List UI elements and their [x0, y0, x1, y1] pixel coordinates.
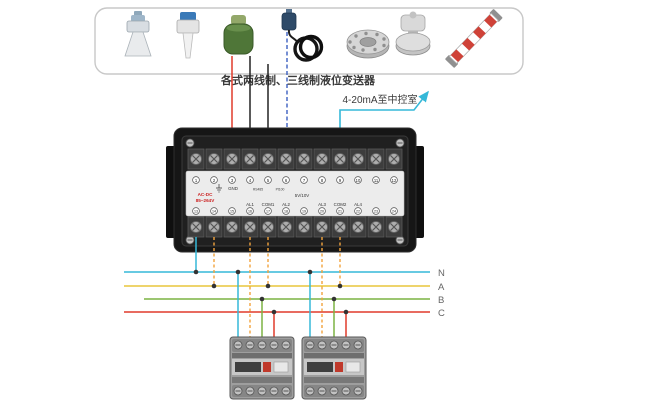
bus-label-n: N: [438, 268, 445, 279]
cable-transmitter-with-coil-icon: [281, 9, 324, 62]
com1-label: COM1: [262, 202, 275, 207]
terminal: [349, 148, 367, 170]
terminal: [223, 216, 241, 238]
svg-text:8: 8: [321, 178, 324, 183]
terminal: [277, 216, 295, 238]
output-note: 4-20mA至中控室: [342, 93, 417, 106]
terminal: [187, 216, 205, 238]
svg-text:22: 22: [356, 210, 360, 214]
terminal: [385, 148, 403, 170]
bus-label-b: B: [438, 295, 444, 306]
flanged-pressure-transmitter-icon: [395, 11, 431, 56]
svg-text:20: 20: [320, 210, 324, 214]
bus-label-c: C: [438, 308, 445, 319]
terminal: [241, 216, 259, 238]
terminal: [205, 216, 223, 238]
relay-labels: AL1 COM1 AL2 AL3 COM2 AL4: [246, 202, 362, 207]
terminal: [205, 148, 223, 170]
instrument: 1 2 3 4 5 6 7 8 9 10 11 12 GND RS485 Pt1…: [166, 127, 424, 253]
terminal: [295, 216, 313, 238]
terminal-numbers-top: 1 2 3 4 5 6 7 8 9 10 11 12: [192, 176, 398, 184]
contactor-2: [302, 337, 366, 399]
svg-text:9: 9: [339, 178, 342, 183]
terminal: [313, 216, 331, 238]
gnd-label: GND: [228, 186, 238, 191]
terminal: [223, 148, 241, 170]
svg-text:15: 15: [230, 210, 234, 214]
svg-text:6: 6: [285, 178, 288, 183]
sensors-panel-frame: [94, 7, 524, 75]
rs485-label: RS485: [253, 188, 263, 192]
al1-label: AL1: [246, 202, 254, 207]
terminal: [331, 216, 349, 238]
svg-text:16: 16: [248, 210, 252, 214]
svg-text:21: 21: [338, 210, 342, 214]
com2-label: COM2: [334, 202, 347, 207]
al3-label: AL3: [318, 202, 326, 207]
svg-text:11: 11: [374, 178, 379, 183]
svg-text:24: 24: [392, 210, 396, 214]
svg-text:7: 7: [303, 178, 306, 183]
svg-text:13: 13: [194, 210, 198, 214]
svg-text:23: 23: [374, 210, 378, 214]
ultrasonic-level-transmitter-icon: [176, 12, 200, 59]
terminal: [367, 148, 385, 170]
terminal: [259, 148, 277, 170]
svg-text:18: 18: [284, 210, 288, 214]
terminal: [241, 148, 259, 170]
svg-text:12: 12: [392, 178, 397, 183]
power-label-line2: 85~264V: [196, 198, 215, 203]
svg-text:1: 1: [195, 178, 198, 183]
terminal: [349, 216, 367, 238]
radar-level-transmitter-icon: [124, 11, 152, 57]
flange-icon: [346, 29, 390, 59]
pt100-label: Pt100: [276, 188, 285, 192]
svg-text:10: 10: [356, 178, 361, 183]
svg-text:4: 4: [249, 178, 252, 183]
svg-text:2: 2: [213, 178, 216, 183]
junction-dots: [193, 269, 349, 315]
svg-text:5: 5: [267, 178, 270, 183]
control-wires: [193, 237, 349, 348]
case-screw: [185, 138, 195, 148]
terminal: [277, 148, 295, 170]
al4-label: AL4: [354, 202, 362, 207]
svg-text:17: 17: [266, 210, 270, 214]
terminal: [313, 148, 331, 170]
capacitance-level-probe-icon: [223, 15, 254, 55]
terminal: [187, 148, 205, 170]
terminal-label-plate: 1 2 3 4 5 6 7 8 9 10 11 12 GND RS485 Pt1…: [185, 170, 405, 217]
al2-label: AL2: [282, 202, 290, 207]
terminal: [259, 216, 277, 238]
magnetic-level-gauge-icon: [445, 9, 503, 68]
svg-text:19: 19: [302, 210, 306, 214]
contactor-1: [230, 337, 294, 399]
terminal: [331, 148, 349, 170]
case-screw: [395, 138, 405, 148]
sensors-caption: 各式两线制、三线制液位变送器: [220, 73, 376, 87]
signal-label: 5V/10V: [295, 193, 309, 198]
terminal-numbers-bottom: 13 14 15 16 17 18 19 20 21 22 23 24: [192, 207, 398, 215]
bus-label-a: A: [438, 282, 445, 293]
terminal: [385, 216, 403, 238]
power-label-line1: AC-DC: [198, 192, 213, 197]
terminal: [295, 148, 313, 170]
phase-bus: N A B C: [124, 268, 445, 319]
svg-text:3: 3: [231, 178, 234, 183]
sensors-panel: 各式两线制、三线制液位变送器: [94, 7, 524, 87]
svg-text:14: 14: [212, 210, 216, 214]
terminal: [367, 216, 385, 238]
ground-symbol-icon: [216, 184, 222, 193]
